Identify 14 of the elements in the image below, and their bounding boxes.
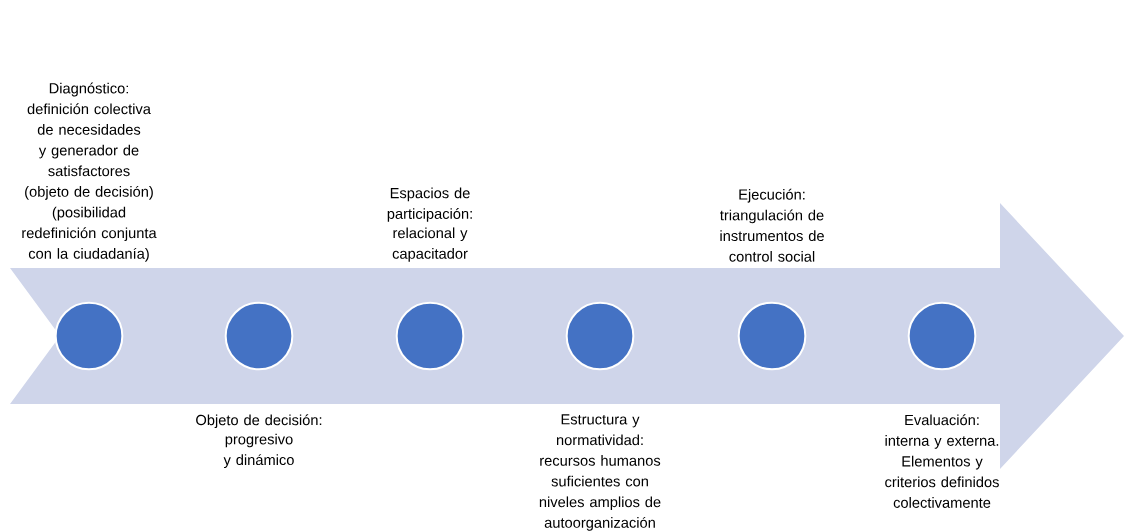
step-label: Ejecución: triangulación de instrumentos de control social: [720, 188, 824, 262]
timeline-dot: [395, 301, 465, 371]
timeline-dot: [737, 301, 807, 371]
step-label: progresivo y dinámico: [223, 433, 294, 468]
step-label: Evaluación: interna y externa. Elementos y criterios definidos colectivamente: [885, 414, 999, 508]
timeline-dot: [224, 301, 294, 371]
step-label: Objeto de decisión:: [196, 414, 322, 429]
timeline-dot: [907, 301, 977, 371]
step-label: relacional y capacitador: [392, 227, 468, 262]
step-label: Espacios de participación:: [387, 187, 472, 222]
timeline-dot: [565, 301, 635, 371]
step-label: Estructura y normatividad: recursos humanos suficientes con niveles amplios de autoorganización: [539, 414, 661, 531]
step-label: Diagnóstico: definición colectiva de necesidades y generador de satisfactores (objeto de decisión) (posibilidad redefinición conjunta con la ciudadanía): [22, 82, 157, 262]
timeline-dot: [54, 301, 124, 371]
